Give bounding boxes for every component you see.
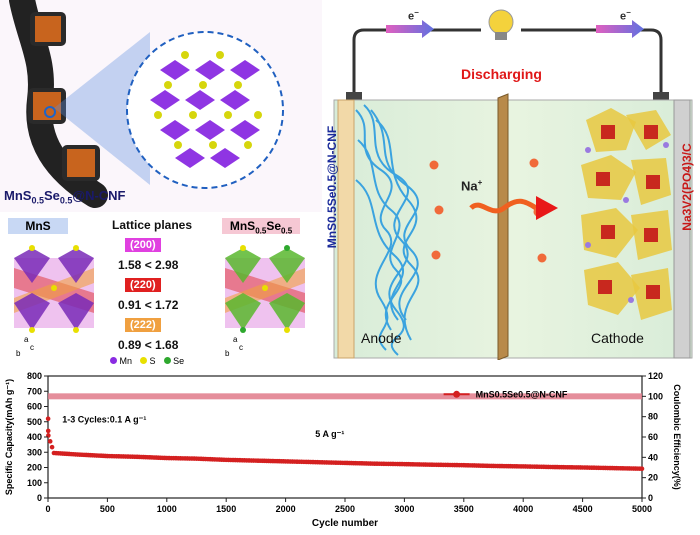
x-tick-label: 1000 xyxy=(157,504,177,514)
y2-tick-label: 120 xyxy=(648,371,663,381)
y2-tick-label: 0 xyxy=(648,493,653,503)
plane-200-tag: (200) xyxy=(125,238,161,252)
y2-tick-label: 60 xyxy=(648,432,658,442)
capacity-point xyxy=(47,439,53,444)
particle-cubes xyxy=(28,12,100,181)
element-legend: Mn S Se xyxy=(110,356,184,366)
plane-222-ratio: 0.89 < 1.68 xyxy=(118,338,179,352)
y2-tick-label: 80 xyxy=(648,412,658,422)
annotation-low-rate: 1-3 Cycles:0.1 A g⁻¹ xyxy=(62,415,146,425)
y2-axis-label: Coulombic Efficiency(%) xyxy=(672,384,682,490)
plane-200-ratio: 1.58 < 2.98 xyxy=(118,258,179,272)
na-ions xyxy=(429,158,547,263)
plane-220-ratio: 0.91 < 1.72 xyxy=(118,298,179,312)
x-tick-label: 0 xyxy=(45,504,50,514)
electron-label-left: e− xyxy=(408,8,419,23)
lattice-panel: MnS Lattice planes MnS0.5Se0.5 (200) 1.5… xyxy=(0,214,322,374)
mns-label: MnS xyxy=(8,218,68,234)
crystal-structure xyxy=(150,51,262,168)
nanofiber-illustration-panel: MnS0.5Se0.5@N-CNF xyxy=(0,0,322,212)
battery-drawing xyxy=(333,9,693,361)
plane-222-tag: (222) xyxy=(125,318,161,332)
cathode-material-label: Na3V2(PO4)3/C xyxy=(680,143,694,231)
y2-tick-label: 20 xyxy=(648,473,658,483)
mnsse-label: MnS0.5Se0.5 xyxy=(222,218,300,235)
y-tick-label: 400 xyxy=(27,432,42,442)
anode-label: Anode xyxy=(361,330,402,346)
x-tick-label: 2000 xyxy=(276,504,296,514)
na-ion-label: Na+ xyxy=(461,178,483,194)
legend-mn: Mn xyxy=(110,356,132,366)
electron-arrow-right xyxy=(596,20,644,38)
capacity-point xyxy=(49,444,55,450)
y-tick-label: 200 xyxy=(27,463,42,473)
x-tick-label: 3000 xyxy=(394,504,414,514)
y2-tick-label: 40 xyxy=(648,452,658,462)
plane-220-tag: (220) xyxy=(125,278,161,292)
legend-s: S xyxy=(140,356,156,366)
y-axis-ticks: 0 100 200 300 400 500 600 700 800 xyxy=(27,371,48,503)
annotation-high-rate: 5 A g⁻¹ xyxy=(315,429,344,439)
x-tick-label: 5000 xyxy=(632,504,652,514)
capacity-point xyxy=(639,466,645,472)
y-tick-label: 0 xyxy=(37,493,42,503)
anode-fibers xyxy=(355,104,420,356)
ce-band-mark xyxy=(48,393,642,400)
coulombic-efficiency-band xyxy=(48,393,642,400)
x-axis-label: Cycle number xyxy=(312,518,378,529)
x-tick-label: 2500 xyxy=(335,504,355,514)
x-axis-ticks: 0 500 1000 1500 2000 2500 3000 3500 4000 4500 5000 xyxy=(45,498,652,514)
nanofiber-illustration xyxy=(9,0,284,208)
y-tick-label: 500 xyxy=(27,417,42,427)
anode-material-label: MnS0.5Se0.5@N-CNF xyxy=(325,125,339,249)
ion-flow-arrow xyxy=(469,198,538,214)
mnsse-crystal xyxy=(225,245,305,333)
bulb-icon xyxy=(488,9,514,40)
x-tick-label: 500 xyxy=(100,504,115,514)
capacity-point xyxy=(45,428,51,434)
capacity-point xyxy=(45,416,51,421)
y-tick-label: 800 xyxy=(27,371,42,381)
legend-se: Se xyxy=(163,356,184,366)
legend-series-label: MnS0.5Se0.5@N-CNF xyxy=(476,389,568,399)
x-tick-label: 1500 xyxy=(216,504,236,514)
y-tick-label: 300 xyxy=(27,447,42,457)
capacity-series xyxy=(45,416,645,472)
battery-schematic: e− e− Discharging Na+ Anode Cathode MnS0… xyxy=(325,0,700,361)
x-tick-label: 4000 xyxy=(513,504,533,514)
mns-crystal xyxy=(14,245,94,333)
y-tick-label: 600 xyxy=(27,402,42,412)
x-tick-label: 3500 xyxy=(454,504,474,514)
cathode-label: Cathode xyxy=(591,330,644,346)
electron-arrow-left xyxy=(386,20,434,38)
lattice-planes-title: Lattice planes xyxy=(112,218,193,232)
electron-label-right: e− xyxy=(620,8,631,23)
y2-tick-label: 100 xyxy=(648,391,663,401)
y-axis-label: Specific Capacity(mAh g⁻¹) xyxy=(4,379,14,495)
chart-legend: MnS0.5Se0.5@N-CNF xyxy=(443,389,568,399)
discharging-label: Discharging xyxy=(461,66,542,82)
x-tick-label: 4500 xyxy=(573,504,593,514)
y-tick-label: 100 xyxy=(27,478,42,488)
y-tick-label: 700 xyxy=(27,386,42,396)
y2-axis-ticks: 0 20 40 60 80 100 120 xyxy=(642,371,663,503)
material-label: MnS0.5Se0.5@N-CNF xyxy=(4,188,126,206)
cathode-crystals xyxy=(581,108,672,320)
